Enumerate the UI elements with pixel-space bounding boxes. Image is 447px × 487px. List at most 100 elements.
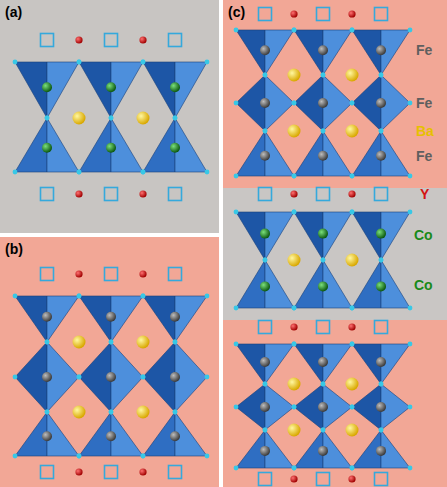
oxygen-atom bbox=[173, 410, 178, 415]
fe-atom bbox=[318, 402, 328, 412]
oxygen-atom bbox=[45, 410, 50, 415]
fe-atom bbox=[106, 431, 116, 441]
oxygen-atom bbox=[379, 129, 384, 134]
oxygen-atom bbox=[77, 454, 82, 459]
y-atom bbox=[290, 190, 297, 197]
co-atom bbox=[260, 281, 270, 291]
ba-atom bbox=[288, 69, 301, 82]
ba-atom bbox=[73, 112, 86, 125]
oxygen-atom bbox=[350, 210, 355, 215]
pyramid-face bbox=[47, 412, 79, 456]
y-atom bbox=[290, 475, 297, 482]
oxygen-atom bbox=[205, 454, 210, 459]
oxygen-atom bbox=[350, 466, 355, 471]
ba-atom bbox=[288, 125, 301, 138]
oxygen-atom bbox=[408, 405, 413, 410]
panel-label: (c) bbox=[228, 3, 245, 21]
co-atom bbox=[376, 229, 386, 239]
y-atom bbox=[75, 190, 82, 197]
pyramid-face bbox=[111, 62, 143, 118]
fe-atom bbox=[260, 402, 270, 412]
oxygen-atom bbox=[408, 28, 413, 33]
oxygen-atom bbox=[350, 342, 355, 347]
oxygen-vacancy bbox=[41, 268, 54, 281]
oxygen-atom bbox=[77, 170, 82, 175]
oxygen-atom bbox=[321, 129, 326, 134]
panel-ground bbox=[0, 0, 219, 233]
oxygen-atom bbox=[321, 428, 326, 433]
oxygen-atom bbox=[379, 428, 384, 433]
oxygen-atom bbox=[292, 342, 297, 347]
oxygen-atom bbox=[408, 101, 413, 106]
oxygen-atom bbox=[13, 454, 18, 459]
element-label: Co bbox=[414, 226, 433, 244]
oxygen-atom bbox=[263, 428, 268, 433]
oxygen-atom bbox=[379, 382, 384, 387]
oxygen-vacancy bbox=[169, 34, 182, 47]
oxygen-atom bbox=[379, 73, 384, 78]
panel-ground bbox=[0, 237, 219, 487]
oxygen-atom bbox=[45, 340, 50, 345]
oxygen-atom bbox=[234, 174, 239, 179]
fe-atom bbox=[260, 151, 270, 161]
oxygen-vacancy bbox=[375, 8, 388, 21]
ba-atom bbox=[288, 378, 301, 391]
oxygen-atom bbox=[173, 340, 178, 345]
oxygen-atom bbox=[292, 101, 297, 106]
oxygen-atom bbox=[321, 258, 326, 263]
pyramid-face bbox=[175, 412, 207, 456]
oxygen-atom bbox=[292, 466, 297, 471]
oxygen-atom bbox=[77, 375, 82, 380]
element-label: Y bbox=[420, 185, 429, 203]
oxygen-atom bbox=[350, 342, 355, 347]
fe-atom bbox=[106, 312, 116, 322]
fe-atom bbox=[42, 372, 52, 382]
oxygen-vacancy bbox=[259, 321, 272, 334]
oxygen-atom bbox=[141, 60, 146, 65]
pyramid-face bbox=[47, 296, 79, 342]
oxygen-atom bbox=[205, 375, 210, 380]
oxygen-atom bbox=[13, 170, 18, 175]
oxygen-atom bbox=[234, 466, 239, 471]
fe-atom bbox=[376, 446, 386, 456]
oxygen-atom bbox=[141, 170, 146, 175]
y-atom bbox=[75, 468, 82, 475]
oxygen-atom bbox=[292, 405, 297, 410]
y-atom bbox=[348, 10, 355, 17]
oxygen-atom bbox=[350, 405, 355, 410]
oxygen-atom bbox=[292, 306, 297, 311]
fe-atom bbox=[318, 151, 328, 161]
oxygen-atom bbox=[263, 428, 268, 433]
ba-atom bbox=[137, 336, 150, 349]
oxygen-vacancy bbox=[259, 8, 272, 21]
pyramid-face bbox=[143, 412, 175, 456]
fe-atom bbox=[376, 151, 386, 161]
oxygen-atom bbox=[173, 340, 178, 345]
oxygen-atom bbox=[292, 405, 297, 410]
oxygen-atom bbox=[292, 174, 297, 179]
oxygen-atom bbox=[109, 340, 114, 345]
fe-atom bbox=[170, 312, 180, 322]
oxygen-atom bbox=[292, 210, 297, 215]
co-atom bbox=[106, 143, 116, 153]
oxygen-atom bbox=[234, 342, 239, 347]
oxygen-vacancy bbox=[105, 34, 118, 47]
fe-atom bbox=[318, 357, 328, 367]
fe-atom bbox=[42, 312, 52, 322]
co-atom bbox=[42, 82, 52, 92]
oxygen-atom bbox=[350, 306, 355, 311]
y-atom bbox=[348, 190, 355, 197]
oxygen-atom bbox=[109, 116, 114, 121]
oxygen-atom bbox=[13, 375, 18, 380]
oxygen-vacancy bbox=[375, 188, 388, 201]
oxygen-atom bbox=[234, 28, 239, 33]
oxygen-atom bbox=[173, 116, 178, 121]
oxygen-atom bbox=[379, 382, 384, 387]
y-atom bbox=[139, 36, 146, 43]
ba-atom bbox=[346, 424, 359, 437]
oxygen-atom bbox=[408, 342, 413, 347]
pyramid-face bbox=[175, 296, 207, 342]
oxygen-atom bbox=[350, 466, 355, 471]
oxygen-vacancy bbox=[105, 466, 118, 479]
ba-atom bbox=[346, 125, 359, 138]
